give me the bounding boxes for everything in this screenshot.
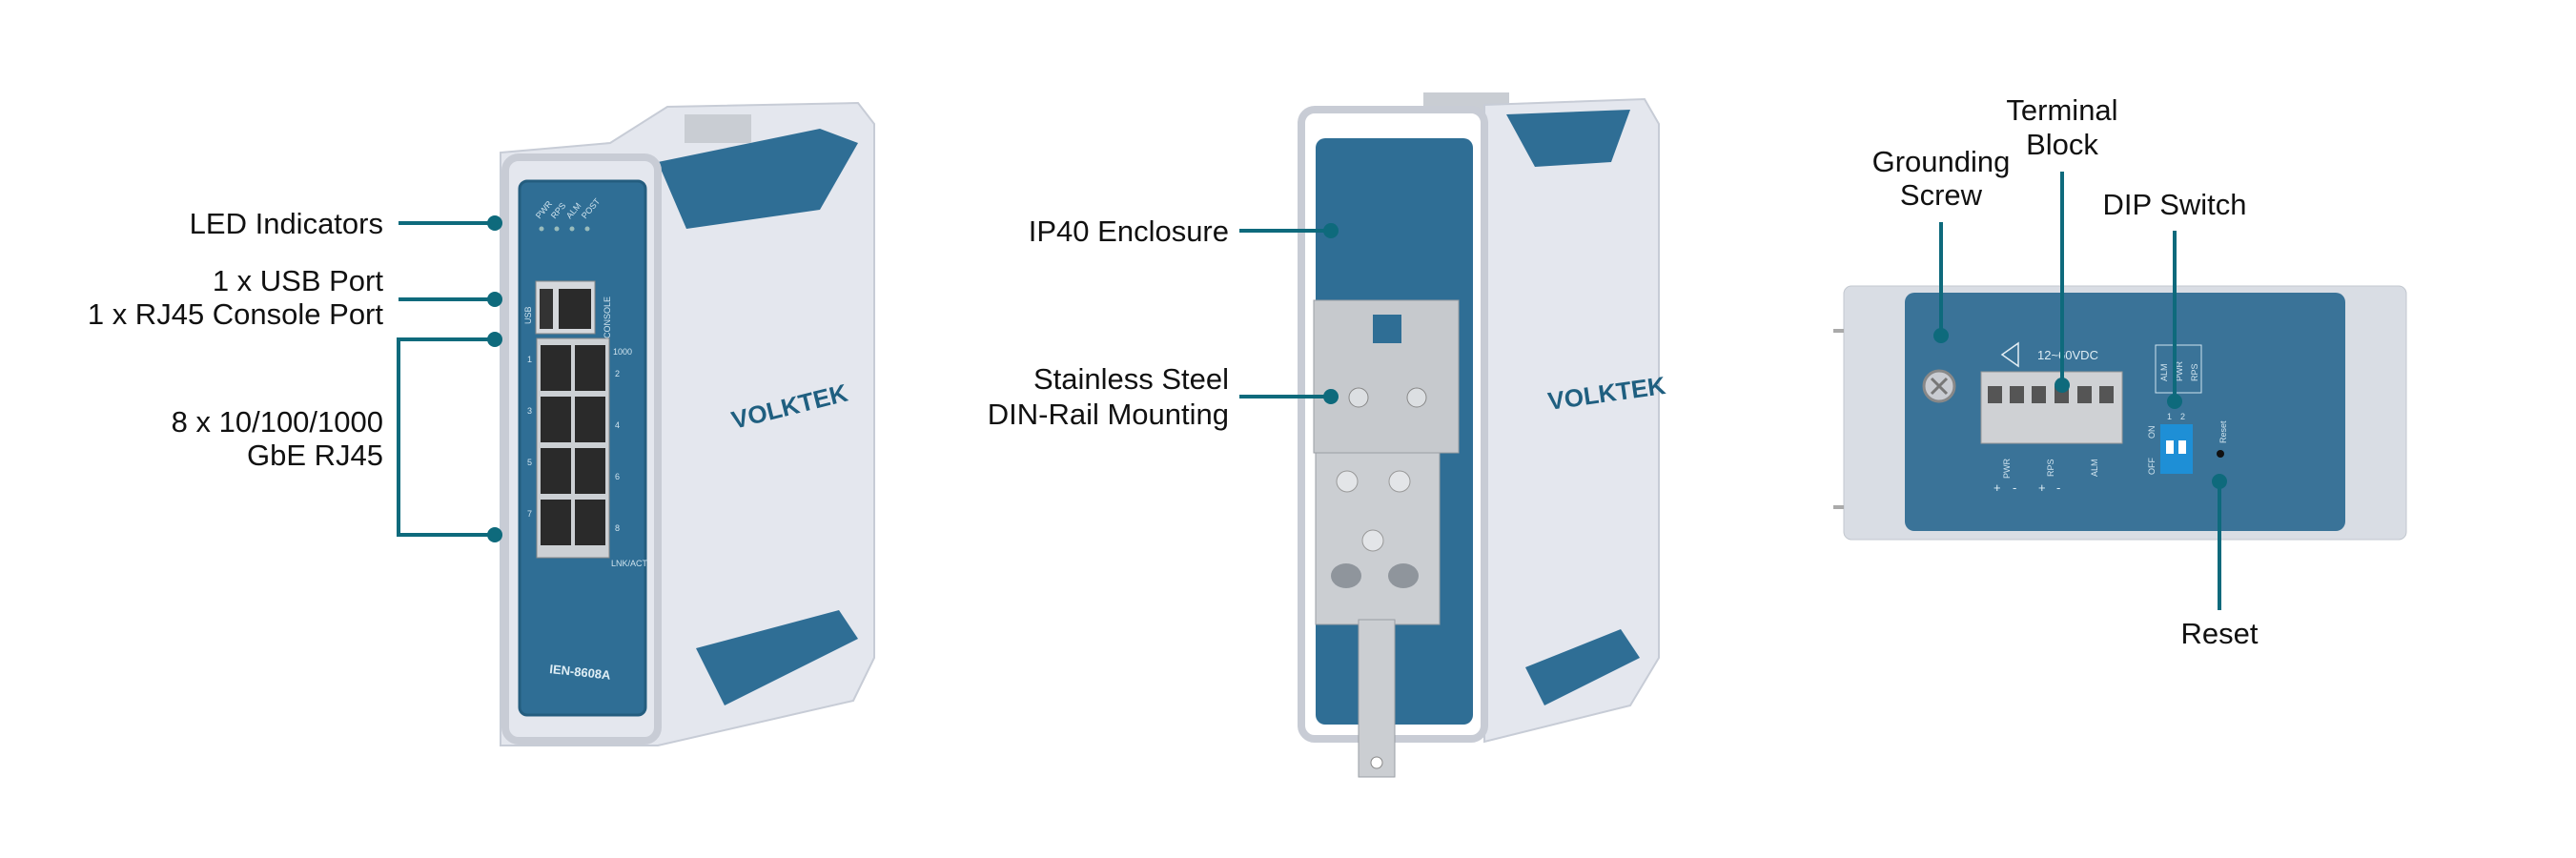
callout-label: 1 x USB Port [213, 264, 384, 297]
dip-table-label: RPS [2190, 363, 2199, 381]
dip-number: 1 [2167, 412, 2172, 421]
port-number: 1 [527, 355, 532, 364]
usb-port [540, 289, 553, 329]
callout-label: LED Indicators [190, 207, 383, 240]
callout-label: 8 x 10/100/1000 [172, 405, 383, 439]
top-enclosure [1905, 293, 2345, 531]
reset-label: Reset [2218, 420, 2228, 443]
callout-usb-console: 1 x USB Port 1 x RJ45 Console Port [88, 264, 502, 331]
din-rail-clip [1313, 299, 1460, 778]
callout-ip40-enclosure: IP40 Enclosure [1029, 214, 1339, 248]
dip-off-label: OFF [2147, 458, 2157, 475]
terminal-label: PWR [2002, 459, 2012, 479]
callout-label: GbE RJ45 [247, 439, 383, 472]
terminal-label: RPS [2046, 459, 2055, 477]
polarity-label: - [2013, 480, 2016, 495]
polarity-label: - [2056, 480, 2060, 495]
dip-switch: ON OFF 1 2 ALM PWR RPS [2147, 344, 2202, 475]
rj45-ports: 1 2 3 4 5 6 7 8 1000 LNK/ACT [527, 337, 648, 568]
reset-button: Reset [2217, 420, 2228, 458]
callout-reset: Reset [2181, 474, 2259, 650]
callout-label: Screw [1900, 178, 1983, 212]
usb-label: USB [523, 306, 533, 324]
callout-din-rail: Stainless Steel DIN-Rail Mounting [988, 362, 1339, 431]
callout-label: DIN-Rail Mounting [988, 398, 1229, 431]
callout-label: Terminal [2006, 93, 2117, 127]
dip-on-label: ON [2147, 426, 2157, 439]
callout-label: DIP Switch [2102, 188, 2246, 221]
rear-view-device: VOLKTEK [1298, 92, 1667, 778]
terminal-block-top [685, 114, 751, 143]
port-number: 4 [615, 420, 620, 430]
top-view-device: 12~60VDC PWR RPS ALM + - + - ON OFF 1 2 … [1833, 285, 2407, 541]
dip-number: 2 [2180, 412, 2185, 421]
callout-led-indicators: LED Indicators [190, 207, 502, 240]
voltage-label: 12~60VDC [2037, 348, 2098, 362]
port-number: 3 [527, 406, 532, 416]
callout-terminal-block: Terminal Block [2006, 93, 2118, 393]
grounding-screw [1922, 369, 1956, 403]
callout-label: Reset [2181, 617, 2259, 650]
port-number: 8 [615, 523, 620, 533]
callout-label: 1 x RJ45 Console Port [88, 297, 384, 331]
callout-rj45-ports: 8 x 10/100/1000 GbE RJ45 [172, 332, 502, 542]
console-label: CONSOLE [603, 296, 612, 338]
warning-icon [2000, 341, 2019, 368]
port-number: 5 [527, 458, 532, 467]
callout-grounding-screw: Grounding Screw [1872, 145, 2011, 343]
model-label: IEN-8608A [549, 662, 612, 683]
polarity-label: + [2038, 480, 2046, 495]
dip-table-label: ALM [2159, 363, 2169, 381]
polarity-label: + [1993, 480, 2001, 495]
callout-dip-switch: DIP Switch [2102, 188, 2247, 409]
callout-label: Block [2026, 128, 2098, 161]
terminal-label: ALM [2090, 459, 2099, 477]
front-view-device: PWR RPS ALM POST USB CONSOLE 1 2 3 4 [500, 101, 875, 746]
lnk-act-label: LNK/ACT [611, 559, 648, 568]
port-number: 7 [527, 509, 532, 519]
port-number: 2 [615, 369, 620, 378]
terminal-block: 12~60VDC PWR RPS ALM + - + - [1980, 341, 2123, 495]
console-port [559, 289, 591, 329]
callout-label: IP40 Enclosure [1029, 214, 1229, 248]
speed-label: 1000 [613, 347, 632, 357]
port-number: 6 [615, 472, 620, 481]
callout-label: Grounding [1872, 145, 2011, 178]
usb-console-ports: USB CONSOLE [523, 280, 612, 338]
dip-table-label: PWR [2175, 361, 2184, 381]
callout-label: Stainless Steel [1033, 362, 1229, 396]
